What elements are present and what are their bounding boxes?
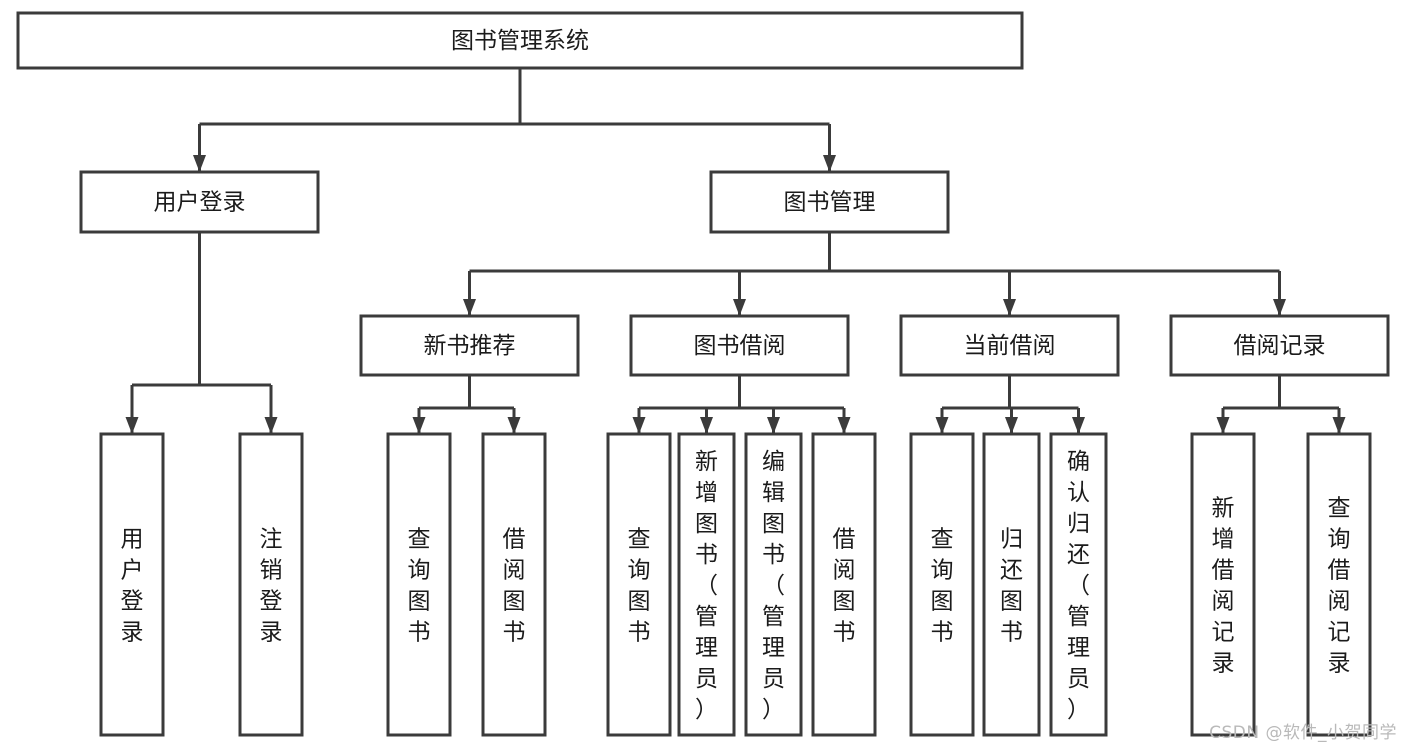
node-box: [909, 432, 975, 737]
node-label: 借阅图书: [503, 527, 526, 646]
login-to-leaves-arrow-0: [125, 417, 139, 434]
node-label: 归还图书: [1000, 527, 1023, 646]
leaf-node-8[interactable]: 查询图书: [909, 432, 975, 737]
level3-node-1[interactable]: 图书借阅: [629, 314, 850, 377]
root-node[interactable]: 图书管理系统: [16, 11, 1024, 70]
node-label: 注销登录: [260, 527, 283, 646]
node-label: 当前借阅: [964, 333, 1056, 359]
node-label: 编辑图书（管理员）: [762, 449, 785, 723]
leaf-node-12[interactable]: 查询借阅记录: [1306, 432, 1372, 737]
node-box: [99, 432, 165, 737]
books-to-level3-arrow-0: [463, 299, 476, 316]
node-box: [677, 432, 736, 737]
node-label: 新书推荐: [424, 333, 516, 359]
node-box: [1049, 432, 1108, 737]
level3-node-3[interactable]: 借阅记录: [1169, 314, 1390, 377]
leaf-node-11[interactable]: 新增借阅记录: [1190, 432, 1256, 737]
node-label: 确认归还（管理员）: [1067, 449, 1090, 723]
leaf-node-4[interactable]: 查询图书: [606, 432, 672, 737]
borrow-to-leaves-arrow-0: [632, 417, 646, 434]
node-box: [744, 432, 803, 737]
node-label: 借阅记录: [1234, 333, 1326, 359]
connector-layer: [125, 68, 1346, 434]
node-label: 图书借阅: [694, 333, 786, 359]
record-to-leaves-arrow-1: [1332, 417, 1346, 434]
leaf-node-5[interactable]: 新增图书（管理员）: [677, 432, 736, 737]
leaf-node-0[interactable]: 用户登录: [99, 432, 165, 737]
borrow-to-leaves-arrow-3: [837, 417, 851, 434]
node-layer: 图书管理系统用户登录图书管理新书推荐图书借阅当前借阅借阅记录用户登录注销登录查询…: [16, 11, 1390, 737]
borrow-to-leaves-arrow-2: [767, 417, 780, 434]
leaf-node-3[interactable]: 借阅图书: [481, 432, 547, 737]
node-box: [16, 11, 1024, 70]
node-box: [606, 432, 672, 737]
node-box: [709, 170, 950, 234]
node-label: 查询借阅记录: [1328, 496, 1351, 677]
borrow-to-leaves-arrow-1: [700, 417, 713, 434]
node-box: [629, 314, 850, 377]
node-box: [982, 432, 1041, 737]
leaf-node-6[interactable]: 编辑图书（管理员）: [744, 432, 803, 737]
node-label: 图书管理: [784, 190, 876, 216]
login-to-leaves-arrow-1: [264, 417, 278, 434]
node-label: 借阅图书: [833, 527, 856, 646]
node-label: 用户登录: [154, 190, 246, 216]
leaf-node-10[interactable]: 确认归还（管理员）: [1049, 432, 1108, 737]
record-to-leaves-arrow-0: [1216, 417, 1230, 434]
books-to-level3-arrow-3: [1273, 299, 1286, 316]
books-to-level3-arrow-2: [1003, 299, 1016, 316]
node-label: 查询图书: [931, 527, 954, 646]
level2-node-1[interactable]: 图书管理: [709, 170, 950, 234]
current-to-leaves-arrow-1: [1005, 417, 1018, 434]
node-box: [1169, 314, 1390, 377]
leaf-node-9[interactable]: 归还图书: [982, 432, 1041, 737]
node-label: 用户登录: [121, 527, 144, 646]
node-box: [238, 432, 304, 737]
node-box: [899, 314, 1120, 377]
books-to-level3-arrow-1: [733, 299, 746, 316]
node-box: [79, 170, 320, 234]
node-box: [386, 432, 452, 737]
node-box: [1190, 432, 1256, 737]
level3-node-0[interactable]: 新书推荐: [359, 314, 580, 377]
root-to-level2-arrow-0: [193, 155, 206, 172]
node-label: 查询图书: [408, 527, 431, 646]
node-label: 新增图书（管理员）: [695, 449, 718, 723]
current-to-leaves-arrow-2: [1072, 417, 1085, 434]
node-label: 查询图书: [628, 527, 651, 646]
level3-node-2[interactable]: 当前借阅: [899, 314, 1120, 377]
newbook-to-leaves-arrow-0: [412, 417, 426, 434]
node-box: [481, 432, 547, 737]
leaf-node-1[interactable]: 注销登录: [238, 432, 304, 737]
root-to-level2-arrow-1: [823, 155, 836, 172]
leaf-node-7[interactable]: 借阅图书: [811, 432, 877, 737]
node-box: [359, 314, 580, 377]
newbook-to-leaves-arrow-1: [507, 417, 521, 434]
node-label: 图书管理系统: [451, 28, 589, 54]
node-box: [811, 432, 877, 737]
node-label: 新增借阅记录: [1212, 496, 1235, 677]
current-to-leaves-arrow-0: [935, 417, 949, 434]
node-box: [1306, 432, 1372, 737]
leaf-node-2[interactable]: 查询图书: [386, 432, 452, 737]
level2-node-0[interactable]: 用户登录: [79, 170, 320, 234]
csdn-watermark: CSDN @软件_小贺同学: [1209, 723, 1397, 743]
